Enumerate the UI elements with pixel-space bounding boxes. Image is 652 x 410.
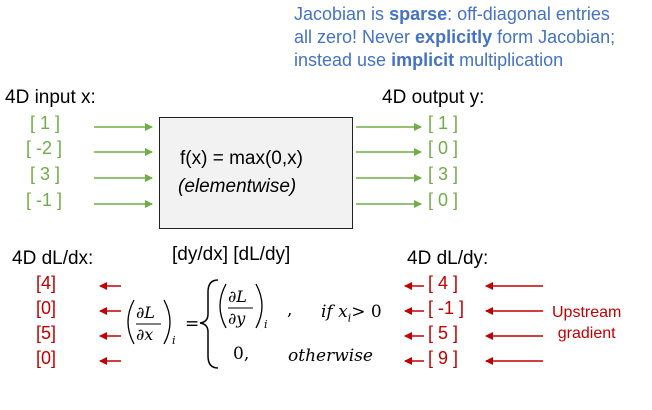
- formula-lhs-denominator: ∂x: [136, 325, 154, 344]
- note-line-1: Jacobian is sparse: off-diagonal entries: [294, 4, 610, 24]
- output-value-2: [ 0 ]: [428, 138, 459, 158]
- output-value-1: [ 1 ]: [428, 113, 459, 133]
- formula-lhs-subscript: i: [172, 334, 176, 347]
- dldy-value-3: [ 5 ]: [428, 323, 459, 343]
- input-value-2: [ -2 ]: [26, 138, 63, 158]
- output-value-3: [ 3 ]: [428, 164, 459, 184]
- output-value-4: [ 0 ]: [428, 190, 459, 210]
- input-value-3: [ 3 ]: [30, 164, 61, 184]
- function-formula: f(x) = max(0,x): [180, 148, 303, 169]
- formula-equals: =: [185, 314, 200, 334]
- formula-case2-value: 0,: [233, 344, 250, 364]
- note-line-2: all zero! Never explicitly form Jacobian…: [294, 27, 616, 47]
- function-box: [159, 117, 353, 229]
- dldy-value-1: [ 4 ]: [428, 273, 459, 293]
- case1-left-paren: [219, 283, 227, 329]
- dldx-value-4: [0]: [36, 348, 57, 368]
- dldy-value-4: [ 9 ]: [428, 348, 459, 368]
- output-label: 4D output y:: [382, 87, 485, 108]
- case1-right-paren: [255, 283, 263, 329]
- dldy-value-2: [ -1 ]: [428, 298, 465, 318]
- lhs-right-paren: [163, 299, 171, 345]
- dldx-value-1: [4]: [36, 273, 57, 293]
- dldx-label: 4D dL/dx:: [12, 248, 94, 269]
- dldx-value-3: [5]: [36, 323, 57, 343]
- formula-case1-comma: ,: [287, 300, 293, 320]
- sparse-jacobian-note: Jacobian is sparse: off-diagonal entries…: [294, 3, 615, 72]
- dldx-value-2: [0]: [36, 298, 57, 318]
- function-elementwise: (elementwise): [178, 176, 297, 197]
- formula-case1-denominator: ∂y: [228, 309, 246, 328]
- upstream-gradient-label: Upstream gradient: [552, 304, 622, 342]
- jacobian-label: [dy/dx] [dL/dy]: [172, 244, 291, 265]
- cases-brace: [199, 279, 219, 369]
- formula-condition-2: otherwise: [288, 346, 373, 366]
- input-value-1: [ 1 ]: [30, 113, 61, 133]
- note-line-3: instead use implicit multiplication: [294, 50, 564, 70]
- formula-lhs-numerator: ∂L: [136, 303, 155, 322]
- lhs-left-paren: [127, 299, 135, 345]
- formula-case1-subscript: i: [264, 318, 268, 331]
- input-label: 4D input x:: [5, 87, 96, 108]
- dldy-label: 4D dL/dy:: [407, 248, 489, 269]
- formula-condition-1: if xi> 0: [321, 302, 382, 325]
- input-value-4: [ -1 ]: [26, 190, 63, 210]
- formula-case1-numerator: ∂L: [228, 287, 247, 306]
